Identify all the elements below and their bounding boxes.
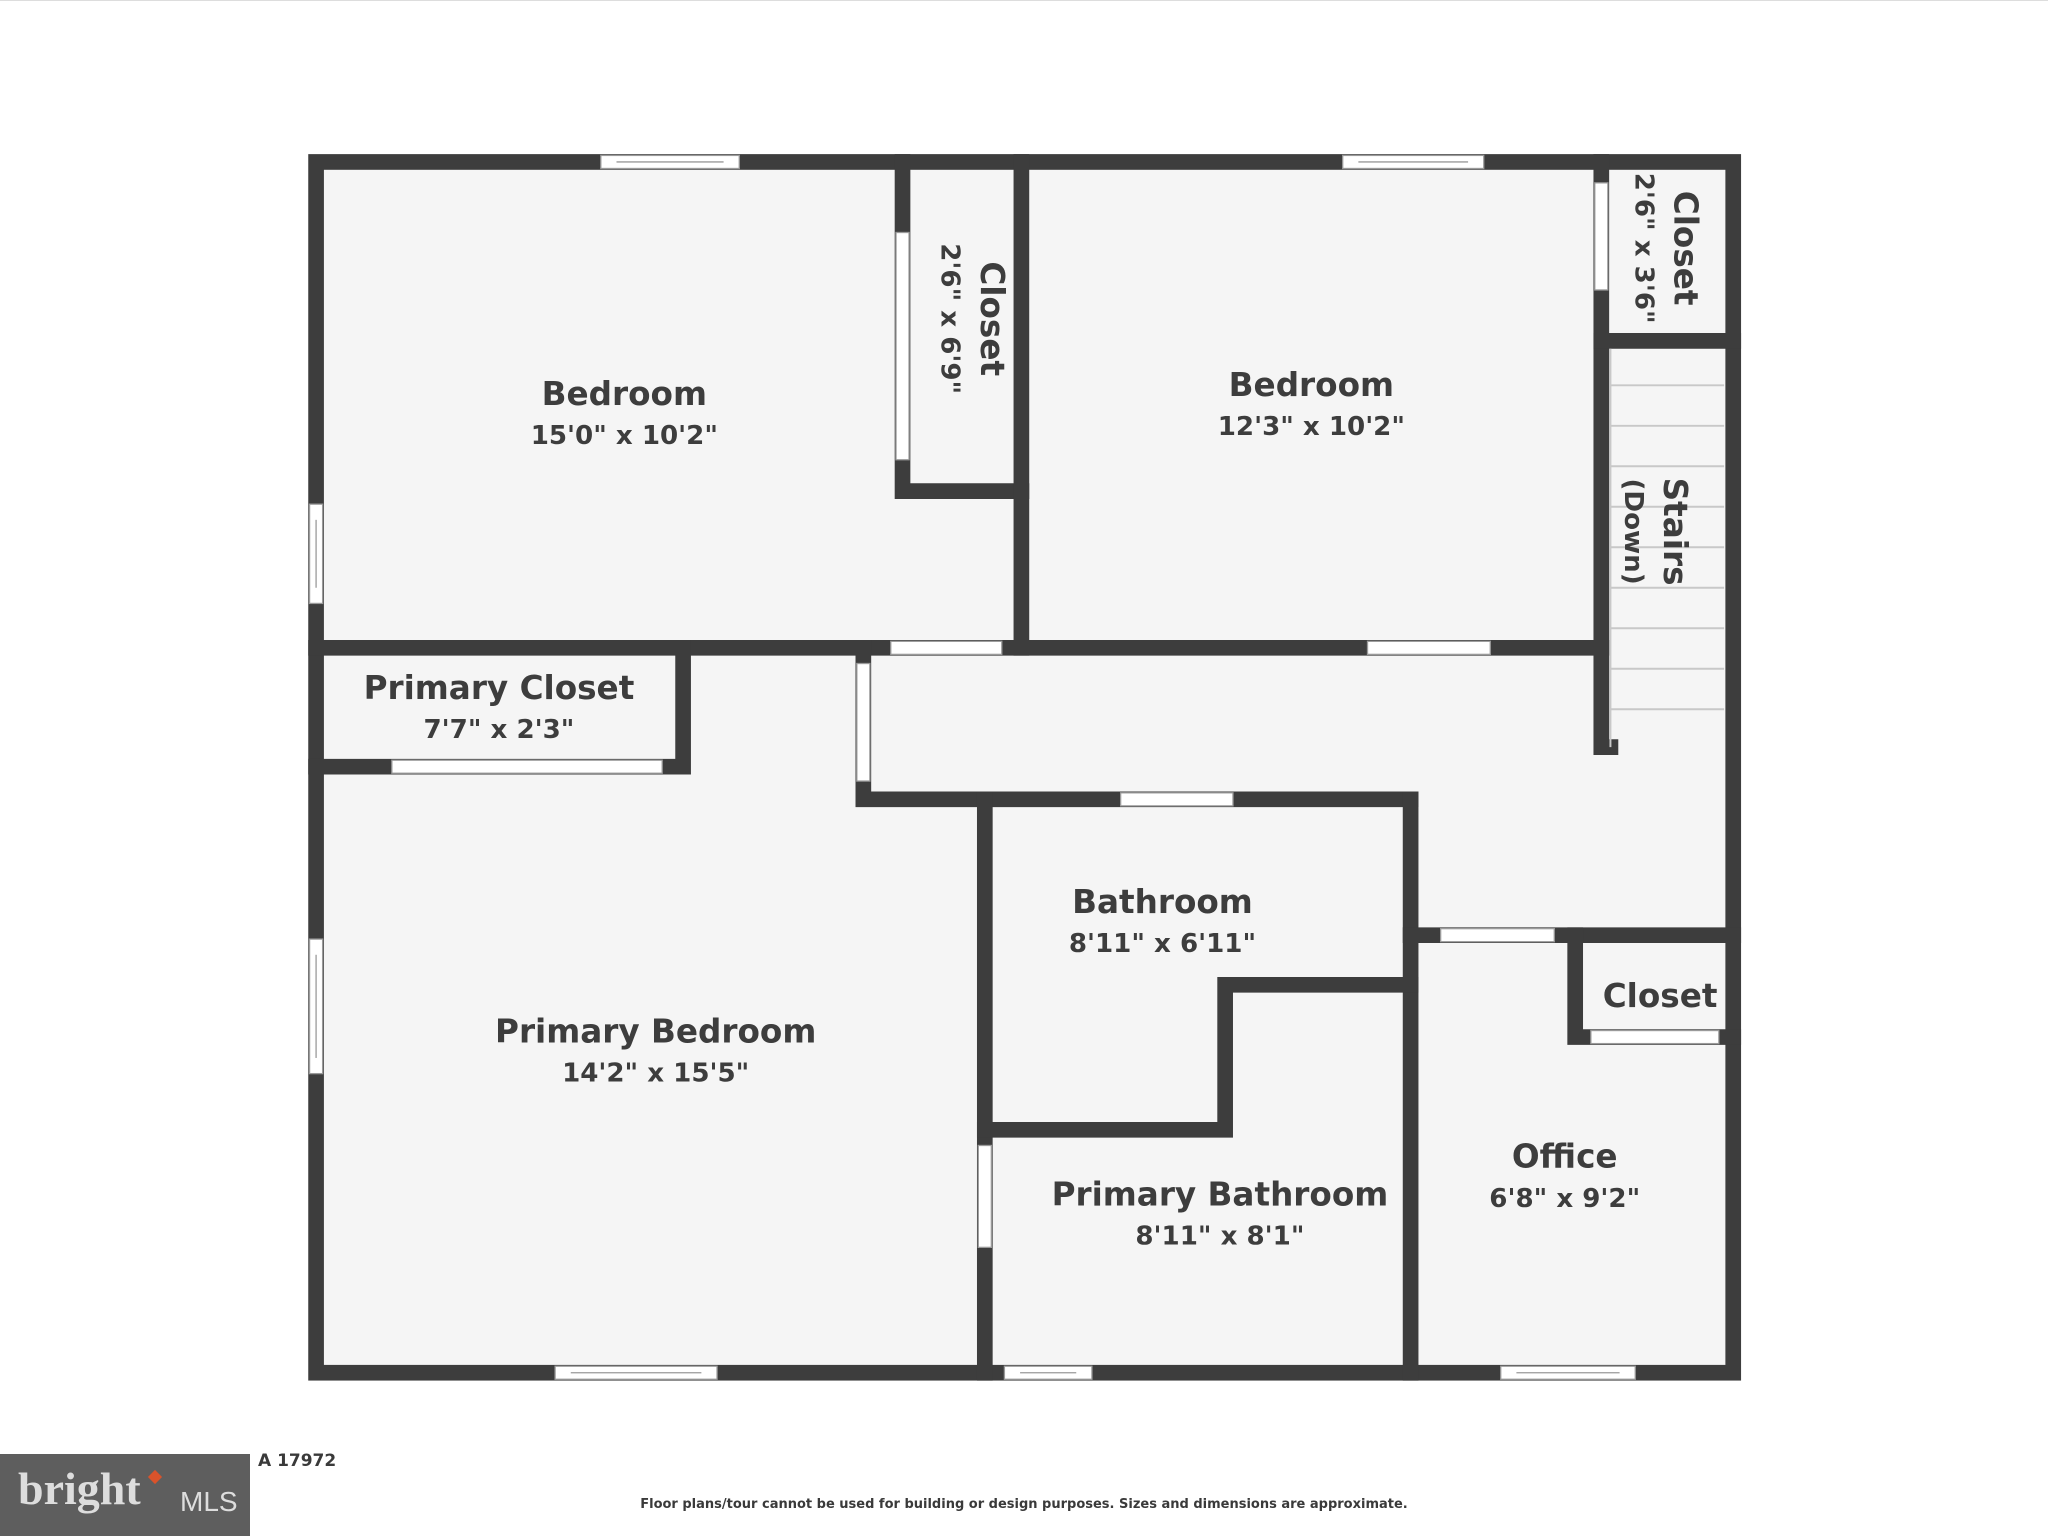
door — [1440, 928, 1555, 943]
room-label: Office 6'8" x 9'2" — [1489, 1138, 1640, 1214]
door — [895, 231, 910, 461]
room-dimensions: (Down) — [1618, 478, 1648, 584]
door — [1366, 640, 1491, 656]
room-label: Bathroom 8'11" x 6'11" — [1069, 883, 1256, 959]
room-name: Office — [1512, 1138, 1618, 1176]
room-dimensions: 6'8" x 9'2" — [1489, 1184, 1640, 1214]
openings — [308, 154, 1720, 1380]
room-dimensions: 2'6" x 3'6" — [1628, 173, 1658, 324]
room-label: Bedroom 12'3" x 10'2" — [1218, 366, 1405, 442]
room-label: Closet 2'6" x 6'9" — [935, 243, 1011, 394]
top-border — [0, 0, 2048, 1]
room-name: Closet — [1666, 191, 1704, 306]
door — [391, 759, 663, 774]
door — [1119, 792, 1234, 807]
room-name: Stairs — [1656, 478, 1694, 586]
room-dimensions: 15'0" x 10'2" — [531, 421, 718, 451]
room-name: Primary Bedroom — [495, 1012, 816, 1050]
room-name: Closet — [973, 261, 1011, 376]
room-label: Closet — [1603, 977, 1718, 1015]
room-label: Primary Bathroom 8'11" x 8'1" — [1052, 1176, 1389, 1252]
address-text: A 17972 — [258, 1451, 337, 1471]
door — [890, 640, 1003, 656]
door — [1594, 182, 1609, 291]
room-dimensions: 2'6" x 6'9" — [935, 243, 965, 394]
door — [977, 1144, 992, 1248]
room-dimensions: 14'2" x 15'5" — [562, 1058, 749, 1088]
logo-wordmark: bright — [18, 1463, 141, 1514]
room-label: Stairs (Down) — [1618, 478, 1694, 586]
room-label: Closet 2'6" x 3'6" — [1628, 173, 1704, 324]
wall — [976, 976, 1419, 1138]
room-label: Bedroom 15'0" x 10'2" — [531, 375, 718, 451]
room-name: Bedroom — [1229, 366, 1394, 404]
room-name: Bedroom — [542, 375, 707, 413]
room-label: Primary Closet 7'7" x 2'3" — [364, 669, 635, 745]
logo-star-icon — [147, 1469, 163, 1485]
room-label: Primary Bedroom 14'2" x 15'5" — [495, 1012, 816, 1088]
room-name: Bathroom — [1072, 883, 1253, 921]
logo-suffix: MLS — [180, 1486, 238, 1517]
room-dimensions: 12'3" x 10'2" — [1218, 412, 1405, 442]
room-name: Primary Closet — [364, 669, 635, 707]
door — [856, 662, 871, 782]
stairs-treads — [1609, 348, 1725, 748]
room-dimensions: 8'11" x 6'11" — [1069, 929, 1256, 959]
room-dimensions: 7'7" x 2'3" — [423, 715, 574, 745]
door — [1590, 1029, 1720, 1045]
bright-mls-logo: bright MLS — [0, 1454, 250, 1536]
room-dimensions: 8'11" x 8'1" — [1135, 1222, 1304, 1252]
room-name: Closet — [1603, 977, 1718, 1015]
room-name: Primary Bathroom — [1052, 1176, 1389, 1214]
disclaimer: Floor plans/tour cannot be used for buil… — [640, 1497, 1408, 1512]
wall — [1593, 154, 1619, 755]
